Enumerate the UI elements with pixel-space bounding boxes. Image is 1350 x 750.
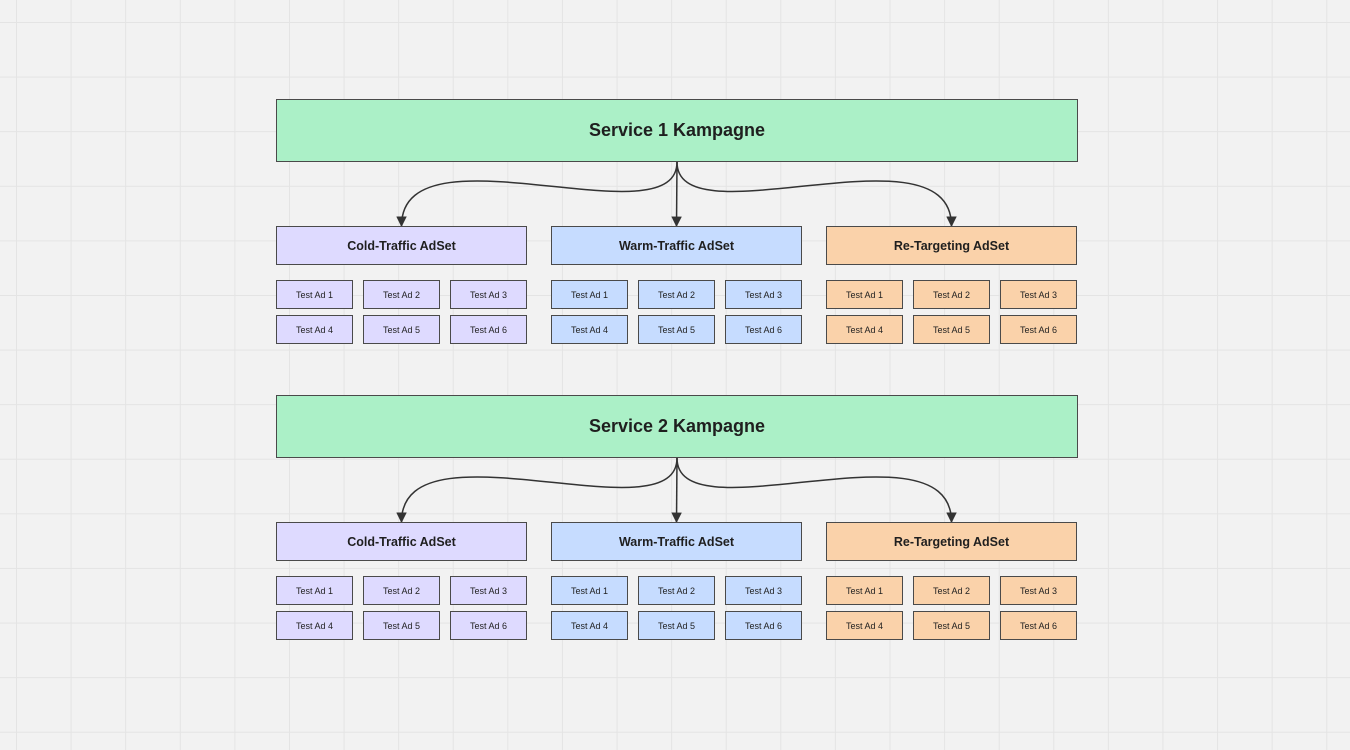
ad-node[interactable]: Test Ad 3 <box>725 576 802 605</box>
ad-node-label: Test Ad 6 <box>1019 324 1058 335</box>
ad-node-label: Test Ad 2 <box>932 585 971 596</box>
ad-node-label: Test Ad 3 <box>744 585 783 596</box>
ad-node-label: Test Ad 2 <box>382 585 421 596</box>
ad-node-label: Test Ad 6 <box>744 324 783 335</box>
ad-node-label: Test Ad 3 <box>744 289 783 300</box>
ad-node[interactable]: Test Ad 1 <box>551 280 628 309</box>
ad-node-label: Test Ad 5 <box>382 620 421 631</box>
adset-node-cold-label: Cold-Traffic AdSet <box>347 238 456 253</box>
ad-node-label: Test Ad 4 <box>570 324 609 335</box>
ad-node[interactable]: Test Ad 6 <box>725 315 802 344</box>
ad-node[interactable]: Test Ad 3 <box>725 280 802 309</box>
ad-node[interactable]: Test Ad 2 <box>638 576 715 605</box>
ad-node-label: Test Ad 4 <box>845 324 884 335</box>
ad-node[interactable]: Test Ad 1 <box>276 280 353 309</box>
ad-node-label: Test Ad 2 <box>657 585 696 596</box>
adset-node-warm-label: Warm-Traffic AdSet <box>618 534 735 549</box>
campaign-node[interactable]: Service 2 Kampagne <box>276 395 1078 458</box>
ad-node[interactable]: Test Ad 2 <box>363 576 440 605</box>
ad-node[interactable]: Test Ad 5 <box>363 611 440 640</box>
adset-node-retarget[interactable]: Re-Targeting AdSet <box>826 522 1077 561</box>
ad-node-label: Test Ad 5 <box>657 324 696 335</box>
ad-node-label: Test Ad 5 <box>932 620 971 631</box>
ad-node[interactable]: Test Ad 1 <box>826 280 903 309</box>
connector-arrow <box>396 161 678 228</box>
ad-node[interactable]: Test Ad 4 <box>276 611 353 640</box>
ad-node-label: Test Ad 4 <box>295 324 334 335</box>
ad-node[interactable]: Test Ad 4 <box>551 611 628 640</box>
ad-node-label: Test Ad 2 <box>932 289 971 300</box>
adset-node-cold[interactable]: Cold-Traffic AdSet <box>276 226 527 265</box>
ad-node-label: Test Ad 1 <box>845 585 884 596</box>
ad-node[interactable]: Test Ad 6 <box>1000 611 1077 640</box>
ad-node-label: Test Ad 2 <box>382 289 421 300</box>
ad-node[interactable]: Test Ad 4 <box>826 315 903 344</box>
ad-node[interactable]: Test Ad 4 <box>551 315 628 344</box>
ad-node[interactable]: Test Ad 6 <box>450 315 527 344</box>
ad-node-label: Test Ad 1 <box>570 289 609 300</box>
campaign-node-label: Service 1 Kampagne <box>588 120 766 140</box>
connector-arrow <box>671 161 682 228</box>
ad-node-label: Test Ad 6 <box>469 324 508 335</box>
ad-node[interactable]: Test Ad 4 <box>276 315 353 344</box>
adset-node-cold-label: Cold-Traffic AdSet <box>347 534 456 549</box>
ad-node[interactable]: Test Ad 2 <box>638 280 715 309</box>
ad-node-label: Test Ad 6 <box>1019 620 1058 631</box>
ad-node[interactable]: Test Ad 3 <box>450 576 527 605</box>
ad-node[interactable]: Test Ad 6 <box>450 611 527 640</box>
ad-node-label: Test Ad 1 <box>570 585 609 596</box>
connector-arrow <box>676 457 957 524</box>
ad-node-label: Test Ad 2 <box>657 289 696 300</box>
ad-node[interactable]: Test Ad 2 <box>913 280 990 309</box>
adset-node-warm[interactable]: Warm-Traffic AdSet <box>551 226 802 265</box>
adset-node-warm[interactable]: Warm-Traffic AdSet <box>551 522 802 561</box>
adset-node-retarget-label: Re-Targeting AdSet <box>893 238 1010 253</box>
ad-node-label: Test Ad 3 <box>1019 289 1058 300</box>
ad-node[interactable]: Test Ad 5 <box>913 315 990 344</box>
adset-node-warm-label: Warm-Traffic AdSet <box>618 238 735 253</box>
ad-node[interactable]: Test Ad 6 <box>725 611 802 640</box>
ad-node[interactable]: Test Ad 3 <box>450 280 527 309</box>
connector-arrow <box>676 161 957 228</box>
ad-node-label: Test Ad 4 <box>845 620 884 631</box>
ad-node[interactable]: Test Ad 2 <box>363 280 440 309</box>
ad-node-label: Test Ad 5 <box>382 324 421 335</box>
ad-node[interactable]: Test Ad 6 <box>1000 315 1077 344</box>
adset-node-retarget[interactable]: Re-Targeting AdSet <box>826 226 1077 265</box>
ad-node-label: Test Ad 5 <box>932 324 971 335</box>
ad-node[interactable]: Test Ad 1 <box>276 576 353 605</box>
campaign-node[interactable]: Service 1 Kampagne <box>276 99 1078 162</box>
connector-arrow <box>671 457 682 524</box>
ad-node-label: Test Ad 1 <box>295 289 334 300</box>
ad-node-label: Test Ad 1 <box>295 585 334 596</box>
adset-node-cold[interactable]: Cold-Traffic AdSet <box>276 522 527 561</box>
ad-node-label: Test Ad 3 <box>469 585 508 596</box>
ad-node-label: Test Ad 3 <box>1019 585 1058 596</box>
ad-node-label: Test Ad 4 <box>570 620 609 631</box>
ad-node[interactable]: Test Ad 3 <box>1000 280 1077 309</box>
ad-node[interactable]: Test Ad 2 <box>913 576 990 605</box>
ad-node[interactable]: Test Ad 5 <box>913 611 990 640</box>
ad-node[interactable]: Test Ad 5 <box>638 315 715 344</box>
connector-arrow <box>396 457 678 524</box>
ad-node[interactable]: Test Ad 1 <box>551 576 628 605</box>
adset-node-retarget-label: Re-Targeting AdSet <box>893 534 1010 549</box>
ad-node-label: Test Ad 3 <box>469 289 508 300</box>
ad-node[interactable]: Test Ad 5 <box>363 315 440 344</box>
ad-node-label: Test Ad 5 <box>657 620 696 631</box>
ad-node-label: Test Ad 6 <box>469 620 508 631</box>
ad-node-label: Test Ad 1 <box>845 289 884 300</box>
ad-node[interactable]: Test Ad 1 <box>826 576 903 605</box>
campaign-node-label: Service 2 Kampagne <box>588 416 766 436</box>
ad-node[interactable]: Test Ad 4 <box>826 611 903 640</box>
ad-node[interactable]: Test Ad 5 <box>638 611 715 640</box>
ad-node-label: Test Ad 4 <box>295 620 334 631</box>
ad-node-label: Test Ad 6 <box>744 620 783 631</box>
ad-node[interactable]: Test Ad 3 <box>1000 576 1077 605</box>
